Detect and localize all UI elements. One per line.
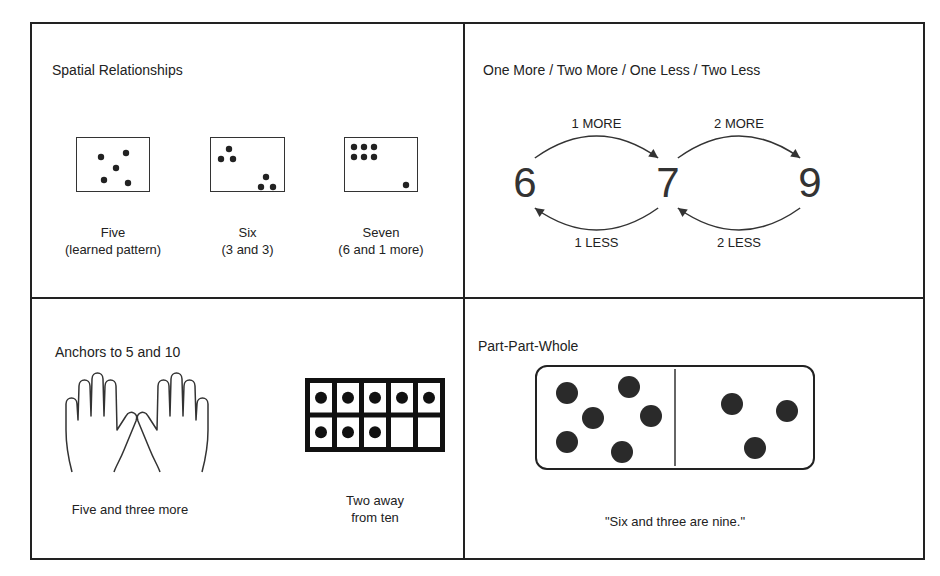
number-text: 9 <box>798 160 821 206</box>
domino-dots <box>556 376 798 463</box>
figure-caption: Five and three more <box>72 502 188 517</box>
number-node: 6 <box>505 158 544 208</box>
hand-drawing <box>66 373 208 472</box>
edge-label: 2 LESS <box>715 235 763 250</box>
panel: Anchors to 5 and 10 Two away from ten <box>30 297 465 560</box>
figure-node: Seven (6 and 1 more) <box>311 137 451 258</box>
arrowhead <box>648 149 658 158</box>
connector-arrow <box>535 208 658 230</box>
connector-arrow <box>535 136 658 158</box>
figure-node: Six (3 and 3) <box>178 137 318 258</box>
number-text: 6 <box>513 160 536 206</box>
panel-heading: Anchors to 5 and 10 <box>55 344 180 360</box>
edge-label: 1 LESS <box>572 235 620 250</box>
connector-line <box>535 208 658 230</box>
caption: Six (3 and 3) <box>178 224 318 258</box>
panel: Part-Part-Whole "Six and three are nine." <box>463 297 925 560</box>
panel: Spatial RelationshipsFive (learned patte… <box>30 22 465 299</box>
ten-frame-box <box>305 378 445 452</box>
connector-line <box>678 136 800 158</box>
panel-heading: One More / Two More / One Less / Two Les… <box>483 62 760 78</box>
dot-card <box>344 137 418 192</box>
dot-pattern <box>98 150 131 186</box>
panel-heading: Spatial Relationships <box>52 62 183 78</box>
connector-line <box>678 208 800 230</box>
connector-arrow <box>678 208 800 230</box>
text-line: Five <box>43 224 183 241</box>
text-line: (learned pattern) <box>43 241 183 258</box>
number-node: 7 <box>648 158 687 208</box>
arrowhead <box>678 208 688 217</box>
domino-box <box>535 365 815 470</box>
arrowhead <box>535 208 545 217</box>
caption: Five (learned pattern) <box>43 224 183 258</box>
text-line: (6 and 1 more) <box>311 241 451 258</box>
caption: "Six and three are nine." <box>525 513 825 530</box>
panel-heading: Part-Part-Whole <box>478 338 578 354</box>
domino-divider <box>674 369 676 466</box>
caption: Two away from ten <box>300 492 450 526</box>
connector-arrow <box>678 136 800 158</box>
text-line: Two away <box>300 492 450 509</box>
figure-node: "Six and three are nine." <box>525 365 825 530</box>
edge-label: 1 MORE <box>570 116 624 131</box>
number-node: 9 <box>790 158 829 208</box>
text-line: Seven <box>311 224 451 241</box>
dot-card <box>210 137 285 192</box>
dot-pattern <box>351 144 409 188</box>
edge-label: 2 MORE <box>712 116 766 131</box>
text-line: Six <box>178 224 318 241</box>
dot-card <box>76 137 150 192</box>
dot-pattern <box>218 146 276 190</box>
connector-line <box>535 136 658 158</box>
figure-node: Two away from ten <box>300 378 450 526</box>
number-text: 7 <box>656 160 679 206</box>
text-line: (3 and 3) <box>178 241 318 258</box>
panel: One More / Two More / One Less / Two Les… <box>463 22 925 299</box>
caption: Seven (6 and 1 more) <box>311 224 451 258</box>
figure-node: Five (learned pattern) <box>43 137 183 258</box>
arrowhead <box>790 149 800 158</box>
text-line: from ten <box>300 509 450 526</box>
ten-frame <box>305 378 445 452</box>
